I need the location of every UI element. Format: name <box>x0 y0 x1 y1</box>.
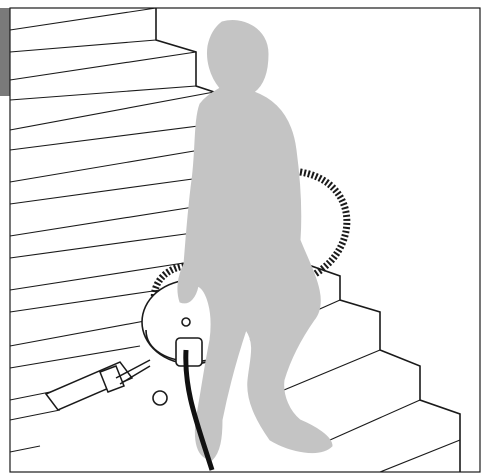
frame-border <box>9 7 481 473</box>
vacuum-hose-front <box>183 349 215 471</box>
person-silhouette <box>177 20 333 461</box>
floor-nozzle <box>44 359 151 411</box>
stair-treads <box>9 7 461 473</box>
page-tab-marker <box>0 8 10 96</box>
vacuum-hose-lower <box>150 262 185 308</box>
